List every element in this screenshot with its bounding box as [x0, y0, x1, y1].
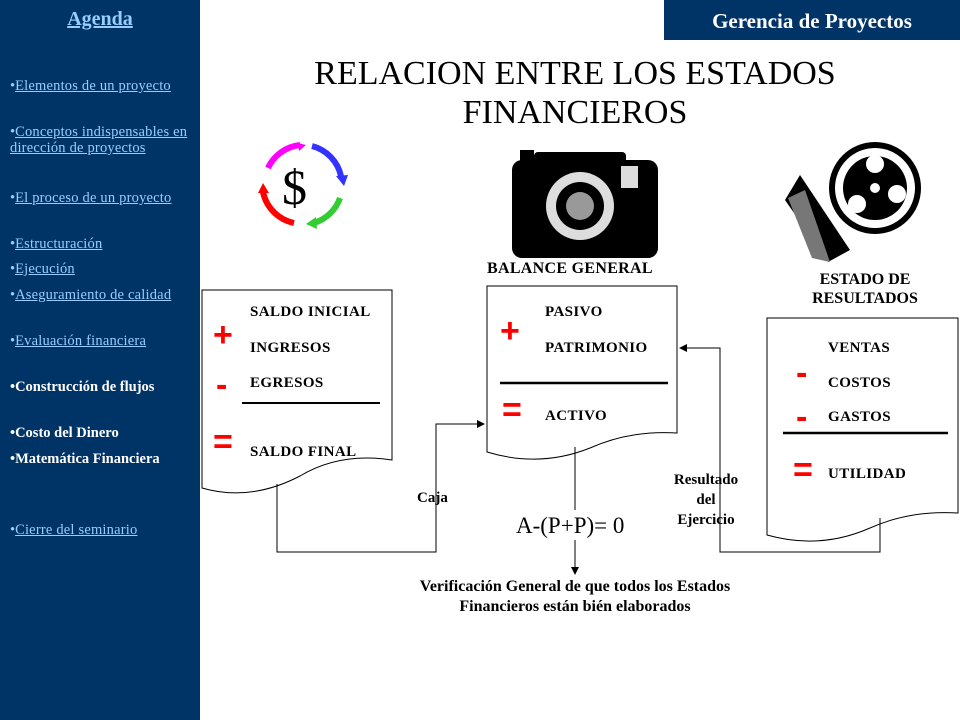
egresos-label: EGRESOS: [250, 375, 324, 391]
agenda-item-elementos[interactable]: •Elementos de un proyecto: [10, 78, 171, 94]
results-minus-sign-2: -: [796, 398, 808, 436]
film-reel-icon: [785, 142, 921, 262]
costos-label: COSTOS: [828, 375, 891, 391]
slide-title-line2: FINANCIEROS: [462, 94, 688, 131]
agenda-item-estructuracion[interactable]: •Estructuración: [10, 236, 103, 252]
agenda-item-conceptos[interactable]: •Conceptos indispensables en dirección d…: [10, 124, 188, 156]
balance-equals-sign: =: [502, 391, 522, 429]
results-title-line1: ESTADO DE: [819, 271, 911, 288]
balance-plus-sign: +: [500, 312, 520, 350]
equation-label: A-(P+P)= 0: [516, 513, 625, 538]
cash-minus-sign: -: [216, 366, 228, 404]
saldo-inicial-label: SALDO INICIAL: [250, 304, 371, 320]
income-statement-document: [766, 317, 959, 542]
results-minus-sign-1: -: [796, 354, 808, 392]
ventas-label: VENTAS: [828, 340, 891, 356]
resultado-line2: del: [696, 492, 716, 508]
agenda-item-cierre[interactable]: •Cierre del seminario: [10, 522, 138, 538]
ingresos-label: INGRESOS: [250, 340, 331, 356]
verification-line1: Verificación General de que todos los Es…: [419, 578, 731, 595]
pasivo-label: PASIVO: [545, 304, 603, 320]
activo-label: ACTIVO: [545, 408, 608, 424]
resultado-line1: Resultado: [673, 472, 739, 488]
agenda-item-matematica: •Matemática Financiera: [10, 451, 160, 467]
results-title: ESTADO DE RESULTADOS: [790, 270, 940, 308]
utilidad-label: UTILIDAD: [828, 466, 907, 482]
agenda-item-aseguramiento[interactable]: •Aseguramiento de calidad: [10, 287, 172, 303]
cash-plus-sign: +: [213, 316, 233, 354]
balance-sheet-document: [486, 285, 678, 460]
dollar-cycle-icon: [258, 142, 348, 229]
agenda-item-evaluacion[interactable]: •Evaluación financiera: [10, 333, 147, 349]
agenda-item-proceso[interactable]: •El proceso de un proyecto: [10, 190, 172, 206]
connector-arrows: [276, 344, 881, 575]
slide-title: RELACION ENTRE LOS ESTADOS FINANCIEROS: [230, 54, 920, 132]
balance-title: BALANCE GENERAL: [487, 260, 653, 277]
cash-flow-document: [201, 289, 393, 494]
caja-label: Caja: [417, 490, 448, 506]
results-equals-sign: =: [793, 451, 813, 489]
resultado-line3: Ejercicio: [677, 512, 735, 528]
verification-label: Verificación General de que todos los Es…: [360, 577, 790, 617]
agenda-item-costo: •Costo del Dinero: [10, 425, 119, 441]
agenda-item-ejecucion[interactable]: •Ejecución: [10, 261, 75, 277]
camera-icon: [512, 150, 658, 258]
agenda-sidebar: Agenda •Elementos de un proyecto •Concep…: [0, 0, 200, 720]
slide-title-line1: RELACION ENTRE LOS ESTADOS: [314, 55, 836, 92]
agenda-title[interactable]: Agenda: [67, 8, 133, 30]
agenda-item-construccion: •Construcción de flujos: [10, 379, 155, 395]
header-badge: Gerencia de Proyectos: [664, 0, 960, 40]
patrimonio-label: PATRIMONIO: [545, 340, 648, 356]
cash-equals-sign: =: [213, 423, 233, 461]
verification-line2: Financieros están bién elaborados: [459, 598, 691, 615]
saldo-final-label: SALDO FINAL: [250, 444, 357, 460]
dollar-sign: $: [282, 159, 307, 215]
results-title-line2: RESULTADOS: [812, 290, 918, 307]
gastos-label: GASTOS: [828, 409, 891, 425]
resultado-ejercicio-label: Resultado del Ejercicio: [660, 470, 752, 530]
